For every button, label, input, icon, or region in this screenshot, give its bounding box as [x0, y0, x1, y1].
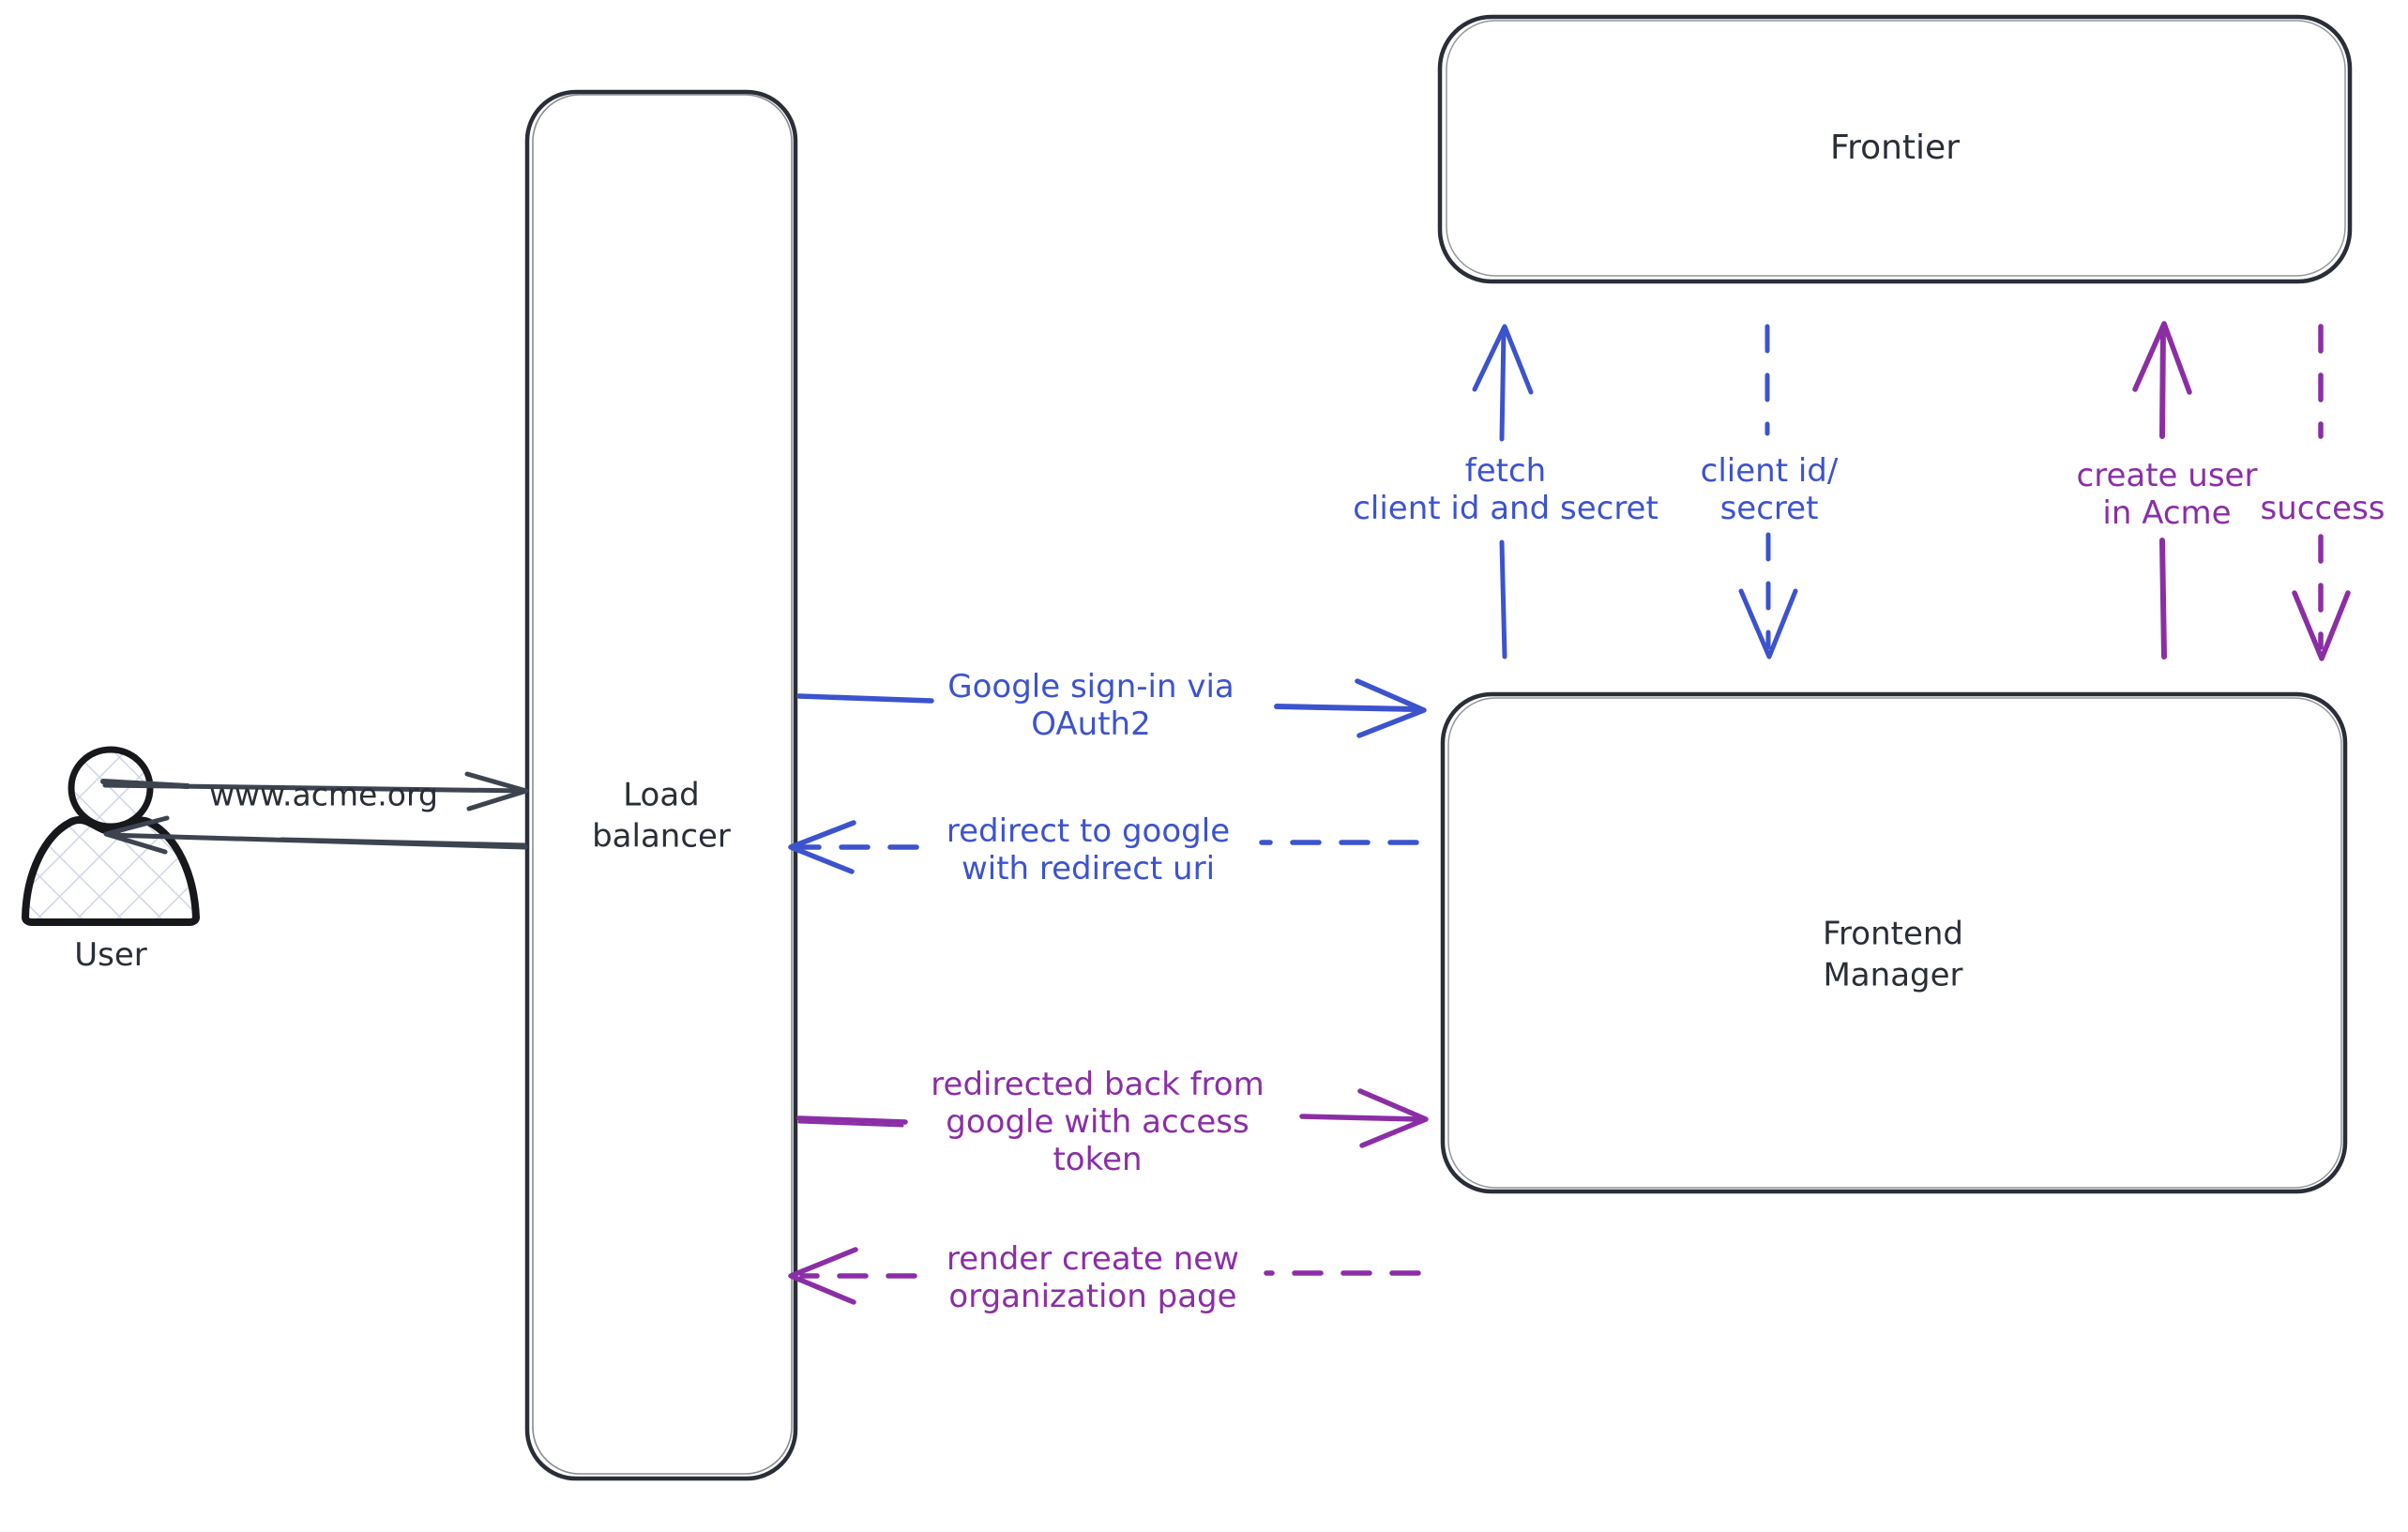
edge-frontier-to-fm-success: [2292, 324, 2351, 661]
edge-lb-to-fm-signin: [796, 678, 1427, 738]
edge-fm-to-lb-redirect: [788, 820, 1419, 874]
edge-lb-to-user: [103, 815, 528, 855]
edge-lb-to-fm-token: [796, 1088, 1429, 1148]
edge-user-to-lb: [100, 771, 529, 812]
edge-fm-to-frontier-fetch: [1472, 324, 1534, 660]
load-balancer-box[interactable]: [524, 89, 798, 1481]
edge-fm-to-lb-render: [788, 1247, 1421, 1305]
edge-fm-to-frontier-create: [2132, 321, 2192, 660]
edge-frontier-to-fm-creds: [1738, 324, 1798, 660]
frontier-box[interactable]: [1437, 14, 2353, 284]
frontend-manager-box[interactable]: [1440, 691, 2348, 1194]
